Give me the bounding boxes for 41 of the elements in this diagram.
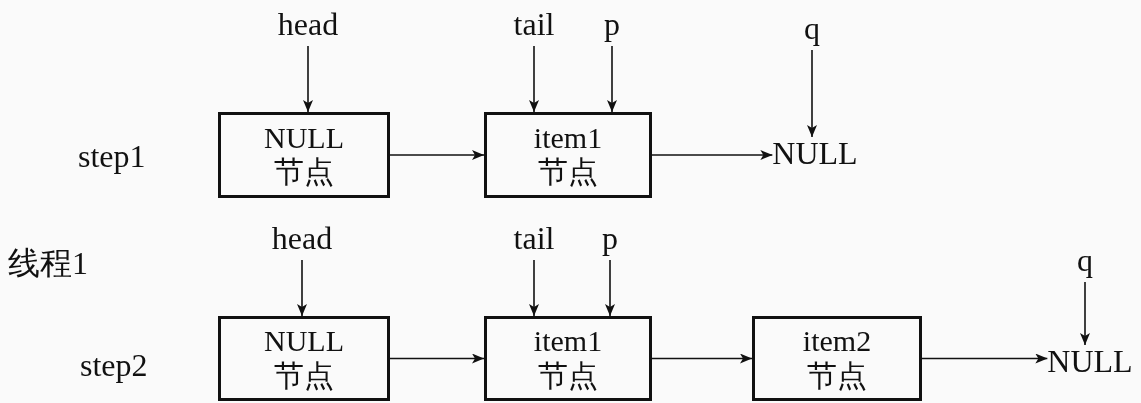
arrow: [807, 49, 817, 138]
node-text: item2: [802, 324, 872, 359]
pointer-label: tail: [513, 8, 555, 40]
node-text: 节点: [807, 358, 867, 393]
arrow: [389, 150, 485, 160]
list-node-box: [484, 316, 652, 401]
node-text: NULL: [264, 324, 344, 359]
node-text: NULL: [264, 120, 344, 155]
arrow: [605, 259, 615, 317]
pointer-label: NULL: [772, 137, 858, 169]
arrow: [303, 45, 313, 113]
node-text: 节点: [538, 358, 598, 393]
node-text: 节点: [274, 358, 334, 393]
arrow: [529, 45, 539, 113]
row-label: step1: [78, 140, 146, 172]
pointer-label: head: [277, 8, 339, 40]
arrow: [651, 353, 753, 364]
arrow: [389, 353, 485, 364]
arrow: [529, 259, 539, 317]
arrow: [297, 259, 307, 317]
arrow: [1080, 281, 1090, 346]
pointer-label: q: [1077, 244, 1093, 276]
node-text: 节点: [274, 155, 334, 190]
row-label: step2: [80, 349, 148, 381]
list-node-box: [752, 316, 922, 401]
arrow: [921, 353, 1049, 364]
pointer-label: NULL: [1047, 345, 1133, 377]
pointer-label: p: [604, 8, 620, 40]
list-node-box: [484, 112, 652, 198]
node-text: item1: [533, 120, 603, 155]
row-label: 线程1: [8, 247, 88, 279]
list-node-box: [218, 316, 390, 401]
arrow: [607, 45, 617, 113]
list-node-box: [218, 112, 390, 198]
pointer-label: q: [804, 12, 820, 44]
arrow: [651, 150, 774, 160]
node-text: 节点: [538, 155, 598, 190]
pointer-label: head: [271, 222, 333, 254]
pointer-label: p: [602, 222, 618, 254]
node-text: item1: [533, 324, 603, 359]
pointer-label: tail: [513, 222, 555, 254]
